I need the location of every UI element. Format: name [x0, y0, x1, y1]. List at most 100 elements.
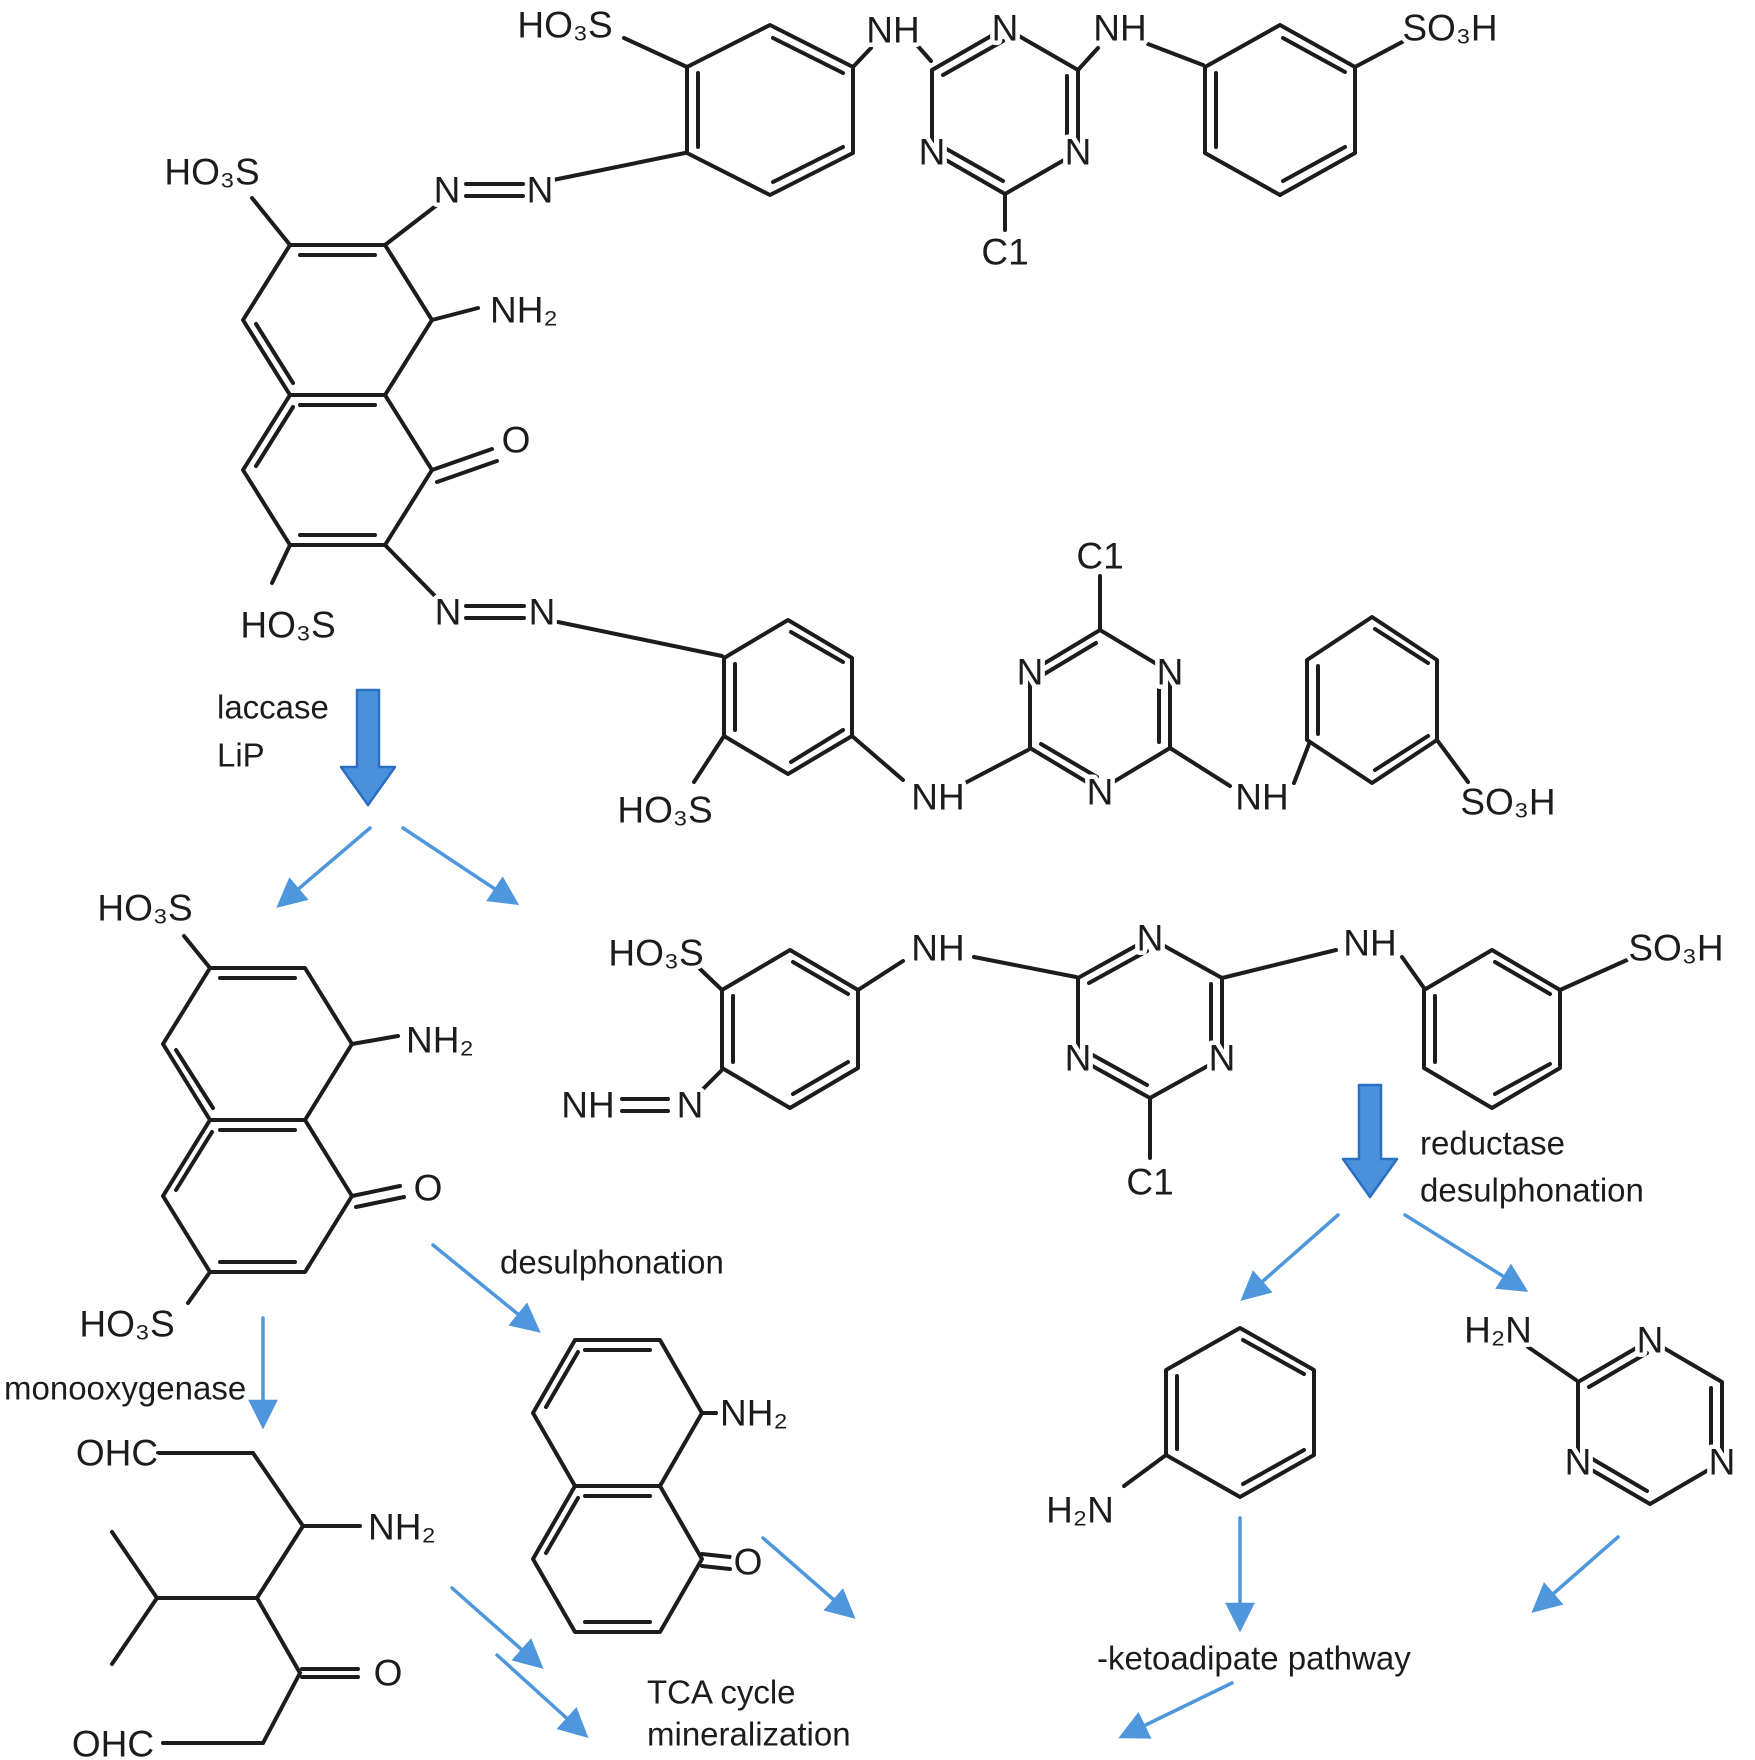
product1-bonds: [182, 934, 400, 1305]
laccase-label: laccase: [217, 689, 329, 726]
desulphonation-arrow: [431, 1243, 541, 1333]
aminotriazine-onward-arrow: [1531, 1535, 1620, 1613]
naphthalene-upper-ring: [241, 243, 434, 397]
dye-nh2-label: NH₂: [490, 290, 558, 331]
cleaved-nh-label: NH: [561, 1085, 614, 1126]
triazine3-n-right-label: N: [1209, 1038, 1236, 1079]
triazine3-n-left-label: N: [1065, 1038, 1092, 1079]
aniline-double-bonds: [1175, 1338, 1306, 1486]
triazine1-cl-label: C1: [981, 232, 1028, 273]
dye-bonds: [250, 36, 1470, 788]
triazine1-n-top-label: N: [992, 8, 1019, 49]
branch-arrow-to-aminotriazine: [1403, 1213, 1529, 1292]
branch-arrow-to-aniline: [1240, 1213, 1340, 1301]
dye-double-bonds: [254, 36, 1430, 779]
product1-upper-ring: [161, 966, 354, 1122]
dye-azo2-n1-label: N: [435, 592, 462, 633]
tca-arrow-lower: [495, 1653, 589, 1738]
triazine2-n-left-label: N: [1017, 652, 1044, 693]
mineralization-label: mineralization: [647, 1716, 851, 1753]
aniline-structure: [1122, 1326, 1316, 1499]
product1-naphthalenone-structure: [161, 934, 406, 1305]
branch-arrow-to-naphthol-product: [276, 826, 372, 908]
aminotriazine-double-bonds: [1587, 1351, 1713, 1493]
aminotriazine-ring: [1576, 1338, 1724, 1506]
link4-nh-label: NH: [1235, 777, 1288, 818]
naphthalene-lower-ring: [241, 393, 434, 547]
triazine-ring-3: [1076, 936, 1224, 1100]
ketoadipate-onward-arrow: [1118, 1681, 1234, 1739]
dye-o-label: O: [502, 420, 531, 461]
dye-azo2-n2-label: N: [529, 592, 556, 633]
chain-ohc-bottom-label: OHC: [72, 1724, 154, 1760]
product1-double-bonds: [174, 976, 406, 1264]
cleaved-n-label: N: [677, 1085, 704, 1126]
dye-azo1-n2-label: N: [527, 170, 554, 211]
triazine2-n-right-label: N: [1157, 652, 1184, 693]
reductase-label: reductase: [1420, 1125, 1565, 1162]
chain-ohc-top-label: OHC: [76, 1433, 158, 1474]
ring3-sulfo-label: HO₃S: [617, 790, 712, 831]
dye-molecule-structure: [241, 23, 1470, 792]
ring1-sulfo-label: HO₃S: [517, 5, 612, 46]
triazine2-n-bottom-label: N: [1087, 772, 1114, 813]
p2-o-label: O: [734, 1542, 763, 1583]
link2-nh-label: NH: [1093, 8, 1146, 49]
aniline-bonds: [1122, 1453, 1168, 1488]
ring5-sulfo-label: HO₃S: [608, 933, 703, 974]
cleaved-dye-bonds: [697, 948, 1629, 1160]
benzene-ring-2: [1203, 23, 1357, 197]
triazine1-n-right-label: N: [1065, 132, 1092, 173]
triazine-ring-1: [930, 26, 1080, 196]
product2-to-ketoadipate-arrow: [761, 1536, 856, 1619]
ring4-so3h-label: SO₃H: [1460, 782, 1555, 823]
p1-o-label: O: [414, 1168, 443, 1209]
cleaved-dye-structure: [620, 936, 1629, 1160]
aniline-benzene-ring: [1164, 1326, 1316, 1499]
desulphonation-1-label: desulphonation: [500, 1244, 724, 1281]
link5-nh-label: NH: [911, 928, 964, 969]
desulphonation-2-label: desulphonation: [1420, 1172, 1644, 1209]
benzene-ring-4: [1305, 615, 1439, 785]
ring6-so3h-label: SO₃H: [1628, 928, 1723, 969]
triazine-ring-2: [1028, 628, 1172, 792]
laccase-block-arrow: [339, 688, 397, 807]
lip-label: LiP: [217, 737, 265, 774]
triazine2-cl-label: C1: [1076, 536, 1123, 577]
cleaved-dye-double-bonds: [620, 949, 1552, 1113]
aminotriazine-structure: [1526, 1338, 1724, 1506]
branch-arrow-to-cleaved-dye: [401, 826, 520, 906]
aminotriazine-n-left-label: N: [1565, 1442, 1592, 1483]
dye-sulfo-bottom-label: HO₃S: [240, 605, 335, 646]
chain-o-label: O: [374, 1653, 403, 1694]
product2-naphthalenone-structure: [531, 1338, 732, 1634]
aniline-h2n-label: H₂N: [1046, 1490, 1114, 1531]
product1-lower-ring: [161, 1118, 354, 1274]
chain-nh2-label: NH₂: [368, 1507, 436, 1548]
product2-double-bonds: [544, 1348, 732, 1624]
chain-bonds: [110, 1451, 362, 1745]
link3-nh-label: NH: [911, 777, 964, 818]
benzene-ring-1: [685, 23, 855, 197]
dye-sulfo-top-label: HO₃S: [164, 152, 259, 193]
aminotriazine-n-top-label: N: [1637, 1320, 1664, 1361]
tca-cycle-label: TCA cycle: [647, 1674, 796, 1711]
p1-sulfo-top-label: HO₃S: [97, 888, 192, 929]
benzene-ring-3: [722, 618, 854, 776]
ring2-so3h-label: SO₃H: [1402, 8, 1497, 49]
p1-sulfo-bottom-label: HO₃S: [79, 1304, 174, 1345]
aminotriazine-n-right-label: N: [1709, 1442, 1736, 1483]
link1-nh-label: NH: [866, 10, 919, 51]
triazine1-n-left-label: N: [919, 132, 946, 173]
benzene-ring-5: [720, 948, 860, 1110]
reductase-block-arrow: [1341, 1083, 1399, 1199]
product2-lower-ring: [531, 1484, 704, 1634]
monooxygenase-label: monooxygenase: [4, 1370, 246, 1407]
chain-carbonyl-double-bond: [300, 1667, 360, 1679]
triazine3-n-top-label: N: [1137, 918, 1164, 959]
dye-azo1-n1-label: N: [434, 170, 461, 211]
tca-arrow-upper: [450, 1586, 544, 1669]
